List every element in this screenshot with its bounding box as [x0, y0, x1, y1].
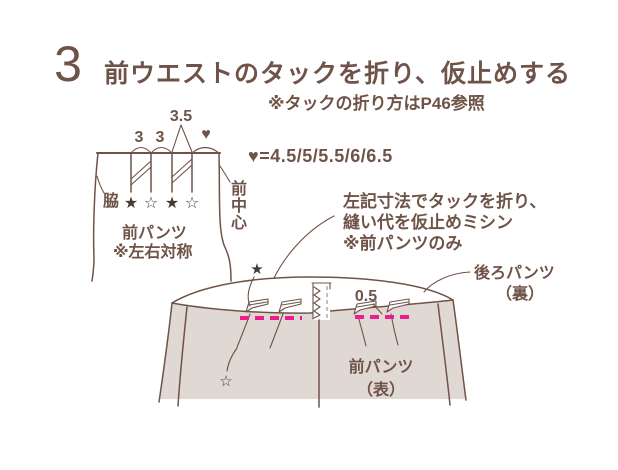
- instruction-line-1: 左記寸法でタックを折り、: [343, 191, 546, 211]
- open-star-leader: [226, 347, 238, 372]
- tuck-mark-open-star: ☆: [185, 195, 199, 212]
- measure-bracket: [130, 146, 152, 154]
- fold-hatch: [171, 158, 193, 178]
- tuck-flap: [245, 298, 269, 313]
- back-pants-side-label: （裏）: [496, 284, 544, 303]
- tuck-flap: [278, 298, 302, 313]
- open-star-marker: ☆: [219, 373, 232, 390]
- measure-bracket: [191, 146, 220, 154]
- center-front-leader: [219, 165, 231, 183]
- instruction-text: 左記寸法でタックを折り、 縫い代を仮止めミシン ※前パンツのみ: [262, 191, 546, 310]
- solid-star-marker: ★: [250, 261, 263, 278]
- sewn-pants-diagram: 0.5 ★ ☆ 後ろパンツ （裏） 前パンツ （表）: [158, 261, 555, 408]
- size-formula: ♥=4.5/5/5.5/6/6.5: [248, 146, 393, 166]
- side-label-leader: [96, 175, 105, 194]
- front-pants-side-label: （表）: [357, 380, 405, 399]
- flat-pattern-piece: 3 3 3.5 ♥ ★ ☆ ★ ☆ 脇 前 中 心 前パンツ ※左右対称: [91, 108, 247, 282]
- stitch-offset-label: 0.5: [355, 288, 377, 305]
- tuck-pleat-line: [357, 315, 367, 347]
- measure-bracket: [150, 146, 173, 154]
- step-number: 3: [54, 36, 82, 92]
- piece-label: 前パンツ: [122, 223, 187, 242]
- center-front-fly: [311, 282, 332, 320]
- symmetry-note: ※左右対称: [113, 242, 193, 261]
- measurement-3-5: 3.5: [170, 108, 192, 125]
- measurement-3b: 3: [156, 129, 165, 146]
- solid-star-leader: [247, 276, 255, 307]
- stitch-offset-leader: [372, 303, 383, 315]
- fold-hatch: [171, 164, 193, 184]
- side-label: 脇: [103, 191, 119, 210]
- back-pants-label: 後ろパンツ: [474, 263, 555, 282]
- front-pants-label: 前パンツ: [349, 357, 414, 376]
- tuck-flap: [353, 300, 377, 315]
- page-title: 前ウエストのタックを折り、仮止めする: [104, 59, 571, 88]
- zigzag-finish: [313, 286, 321, 319]
- tuck-flap: [386, 298, 410, 313]
- center-front-label-char: 心: [231, 214, 247, 232]
- right-outer-edge: [452, 299, 467, 401]
- instruction-line-2: 縫い代を仮止めミシン: [343, 212, 513, 232]
- heart-symbol: ♥: [201, 126, 211, 143]
- fold-hatch: [130, 160, 152, 180]
- back-pants-leader: [423, 271, 471, 293]
- measure-peak: [171, 124, 193, 153]
- left-side-seam: [177, 306, 188, 407]
- tuck-mark-solid-star: ★: [124, 195, 138, 212]
- tuck-mark-open-star: ☆: [144, 195, 158, 212]
- center-front-edge-line: [218, 152, 232, 282]
- front-pants-body: [159, 300, 466, 399]
- center-front-label-char: 中: [231, 196, 247, 215]
- left-outer-edge: [158, 302, 173, 403]
- measurement-3a: 3: [135, 129, 144, 146]
- tuck-mark-solid-star: ★: [165, 195, 179, 212]
- right-side-seam: [437, 303, 451, 406]
- instruction-line-3: ※前パンツのみ: [343, 233, 462, 253]
- fold-hatch: [130, 166, 152, 186]
- tuck-pleat-line: [269, 313, 284, 349]
- side-edge-line: [91, 152, 99, 282]
- reference-note: ※タックの折り方はP46参照: [268, 93, 485, 113]
- center-front-label-char: 前: [231, 179, 247, 198]
